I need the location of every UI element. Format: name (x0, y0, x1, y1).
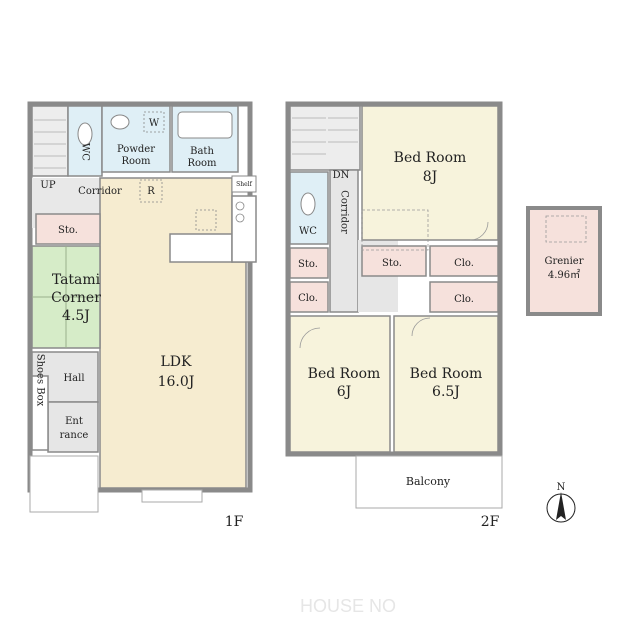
compass-north-label: N (557, 482, 566, 493)
balcony-label: Balcony (406, 475, 451, 488)
storage-2f-mid (361, 245, 427, 277)
toilet-icon (77, 122, 93, 146)
up-label: UP (40, 180, 55, 191)
tatami-label-1: Tatami (52, 272, 101, 288)
second-floor-labels: DN WC Corridor Sto. Clo. Sto. Clo. Clo. … (298, 150, 500, 530)
refrigerator-label: R (147, 186, 155, 197)
porch (29, 455, 99, 513)
entrance (47, 401, 99, 453)
first-floor-labels: WC Powder Room Bath Room W UP Corridor R… (35, 118, 253, 530)
closet-2f-left (289, 281, 329, 313)
bathtub-icon (177, 111, 233, 139)
grenier-label-1: Grenier (544, 256, 583, 267)
grenier-label-2: 4.96㎡ (548, 269, 580, 281)
door-swings-2f (299, 221, 489, 349)
corridor-2f-label: Corridor (339, 190, 350, 234)
stairs-1f (31, 105, 69, 177)
ldk-label-2: 16.0J (158, 374, 195, 390)
bed-room-6j-label-2: 6J (337, 384, 352, 400)
hall-label: Hall (63, 373, 84, 384)
first-floor-label: 1F (225, 514, 244, 530)
storage-1f (35, 213, 101, 245)
grenier: Grenier 4.96㎡ (526, 206, 602, 316)
compass: N (546, 482, 576, 523)
shelf-label: Shelf (236, 181, 252, 188)
bed-room-6j (289, 315, 391, 453)
storage-2f-left (289, 247, 329, 279)
toilet-2f-icon (300, 192, 316, 216)
bed-room-8j-label-1: Bed Room (394, 150, 467, 166)
bed-room-65j (393, 315, 499, 453)
stair-treads-1f (34, 119, 66, 169)
ldk-room (99, 177, 247, 489)
closet-2f-left-label: Clo. (298, 293, 318, 304)
tatami-label-2: Corner (51, 290, 101, 306)
corridor-1f-label: Corridor (78, 186, 122, 197)
storage-2f-left-label: Sto. (298, 259, 318, 270)
stairs-2f (289, 105, 361, 171)
wc-1f-label: WC (80, 143, 91, 161)
washer-icon (143, 111, 165, 133)
refrigerator-icon (139, 179, 163, 203)
balcony (355, 455, 503, 509)
bed-room-65j-label-2: 6.5J (432, 384, 460, 400)
bed-room-65j-label-1: Bed Room (410, 366, 483, 382)
shoes-box (31, 375, 49, 451)
second-floor-label: 2F (481, 514, 500, 530)
entrance-label-1: Ent (65, 416, 83, 427)
ldk-label-1: LDK (161, 354, 193, 370)
shelf-box (231, 175, 257, 193)
bath-room-label-1: Bath (190, 146, 214, 157)
sink-icon (195, 209, 217, 231)
bath-room-label-2: Room (187, 158, 217, 169)
powder-room-label-1: Powder (117, 144, 155, 155)
bed-room-8j (361, 105, 499, 241)
bed-room-6j-label-1: Bed Room (308, 366, 381, 382)
closet-2f-right (429, 281, 499, 313)
second-floor (285, 101, 503, 509)
watermark: HOUSE NO (300, 596, 396, 616)
basin-icon (110, 114, 130, 130)
tatami-label-3: 4.5J (62, 308, 90, 324)
closet-2f-mid (429, 245, 499, 277)
storage-2f-mid-label: Sto. (382, 258, 402, 269)
closet-2f-mid-label: Clo. (454, 258, 474, 269)
washer-label: W (149, 118, 160, 129)
stair-treads-2f (292, 117, 358, 155)
first-floor (27, 101, 257, 513)
shoes-box-label: Shoes Box (35, 354, 46, 407)
storage-1f-label: Sto. (58, 225, 78, 236)
stove-icon (235, 201, 245, 223)
kitchen-counter (169, 233, 233, 263)
powder-room-label-2: Room (121, 156, 151, 167)
dn-label: DN (333, 170, 350, 181)
closet-2f-right-label: Clo. (454, 294, 474, 305)
bed-room-8j-label-2: 8J (423, 169, 438, 185)
wc-2f-label: WC (299, 226, 317, 237)
corridor-2f (329, 169, 359, 313)
entrance-label-2: rance (60, 430, 89, 441)
